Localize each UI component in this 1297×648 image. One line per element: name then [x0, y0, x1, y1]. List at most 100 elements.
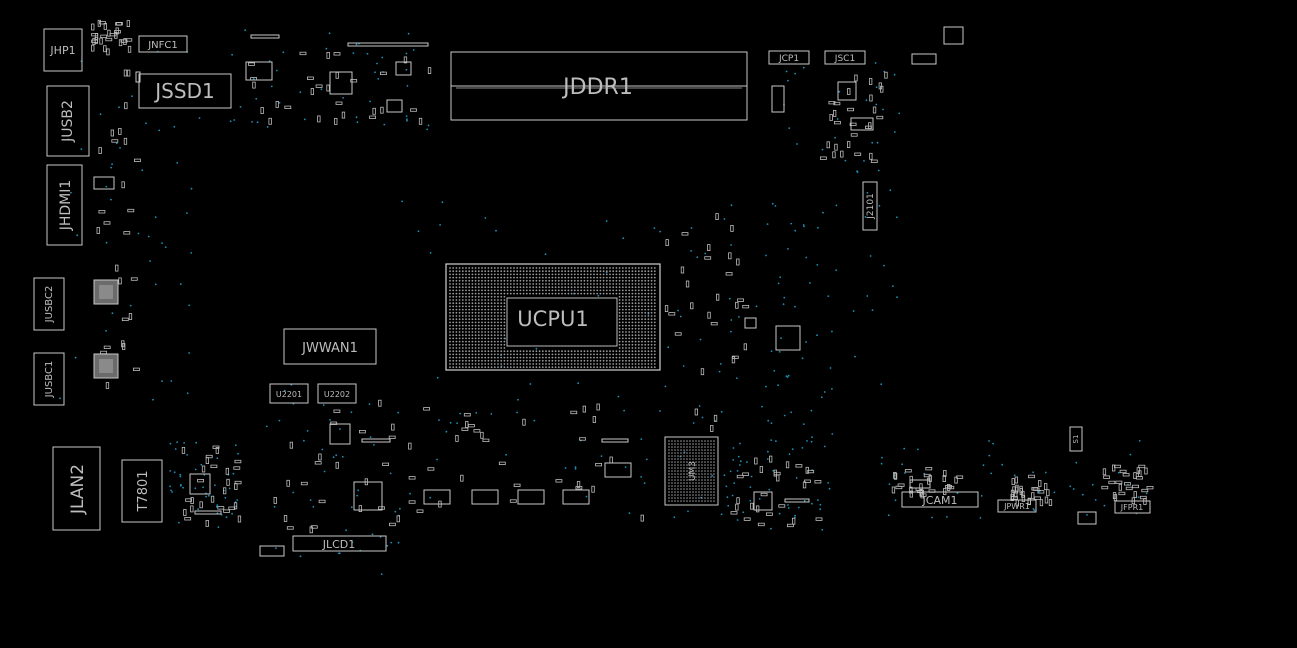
connector-jwwan1[interactable]: JWWAN1	[283, 328, 377, 365]
um3-ball	[704, 455, 706, 457]
via	[214, 484, 216, 487]
cpu-ball	[641, 337, 643, 340]
um3-ball	[674, 443, 676, 445]
cpu-ball	[628, 318, 631, 321]
um3-ball	[677, 443, 679, 445]
cpu-ball	[481, 363, 483, 365]
cpu-ball	[545, 289, 547, 292]
connector-jusbc2[interactable]: JUSBC2	[33, 277, 65, 331]
cpu-ball	[650, 366, 653, 369]
chip-u2201[interactable]: U2201	[269, 383, 309, 404]
cpu-ball	[548, 359, 551, 362]
um3-ball	[710, 461, 712, 463]
connector-jfpr1[interactable]: JFPR1	[1114, 500, 1151, 514]
component-label: JCAM1	[922, 494, 958, 507]
connector-jssd1[interactable]: JSSD1	[135, 71, 232, 109]
connector-jcp1[interactable]: JCP1	[768, 50, 810, 65]
cpu-ball	[487, 283, 490, 285]
cpu-ball	[461, 283, 464, 285]
connector-jhp1[interactable]: JHP1	[43, 28, 83, 72]
passive-component	[234, 480, 242, 485]
transformer-t7801[interactable]: T7801	[121, 459, 163, 523]
cpu-ball	[631, 270, 634, 273]
via	[149, 260, 152, 262]
via	[733, 482, 736, 484]
cpu-ball	[637, 311, 640, 314]
um3-ball	[707, 491, 709, 493]
via	[342, 97, 344, 99]
cpu-ball	[647, 286, 650, 289]
cpu-ball	[644, 340, 647, 343]
connector-jhdmi1[interactable]: JHDMI1	[46, 164, 83, 246]
um3-ball	[683, 467, 685, 469]
cpu-ball	[612, 286, 615, 289]
cpu-ball	[541, 289, 544, 292]
cpu-ball	[634, 311, 637, 314]
via	[176, 162, 179, 164]
via	[234, 444, 237, 447]
cpu-ball	[497, 315, 499, 317]
passive-component	[205, 454, 213, 459]
cpu-ball	[618, 286, 621, 289]
passive-component	[201, 465, 206, 473]
cpu-ball	[621, 334, 624, 337]
cpu-ball	[477, 331, 480, 333]
via	[901, 463, 904, 466]
connector-j2101[interactable]: J2101	[862, 181, 878, 231]
connector-jddr1[interactable]: JDDR1	[450, 51, 748, 121]
um3-ball	[692, 476, 694, 478]
via	[766, 223, 769, 226]
passive-component	[1027, 498, 1031, 506]
switch-s1[interactable]: S1	[1069, 426, 1083, 452]
connector-jlcd1[interactable]: JLCD1	[292, 535, 387, 552]
cpu-ball	[452, 311, 455, 314]
passive-component	[865, 125, 872, 129]
connector-jsc1[interactable]: JSC1	[824, 50, 866, 65]
via	[265, 425, 268, 428]
connector-jusbc1[interactable]: JUSBC1	[33, 352, 65, 406]
cpu-ball	[625, 359, 627, 362]
cpu-ball	[497, 353, 499, 356]
connector-jpwr1[interactable]: JPWR1	[997, 499, 1037, 513]
via	[794, 72, 796, 75]
connector-jlan2[interactable]: JLAN2	[52, 446, 101, 531]
um3-ball	[710, 497, 712, 499]
cpu-ball	[612, 270, 615, 273]
cpu-ball	[490, 331, 493, 333]
cpu-ball	[647, 305, 650, 308]
cpu-ball	[580, 366, 583, 369]
cpu-ball	[589, 286, 592, 289]
um3-ball	[680, 482, 682, 484]
connector-jcam1[interactable]: JCAM1	[901, 491, 979, 508]
cpu-ball	[593, 276, 595, 279]
via	[761, 405, 763, 408]
chip-ucpu1[interactable]: UCPU1	[445, 263, 661, 371]
via	[154, 216, 157, 219]
cpu-ball	[637, 286, 640, 289]
cpu-ball	[497, 327, 499, 330]
um3-ball	[704, 491, 706, 493]
cpu-ball	[529, 273, 531, 276]
chip-um3[interactable]: UM3	[664, 436, 719, 506]
cpu-ball	[455, 327, 458, 330]
via	[640, 438, 643, 440]
um3-ball	[695, 449, 697, 451]
via	[690, 227, 693, 229]
cpu-ball	[583, 359, 586, 362]
connector-jnfc1[interactable]: JNFC1	[138, 35, 188, 53]
cpu-ball	[532, 276, 535, 279]
cpu-ball	[634, 337, 637, 340]
cpu-ball	[516, 276, 519, 279]
cpu-ball	[461, 318, 464, 321]
um3-ball	[698, 485, 700, 487]
via	[495, 229, 497, 232]
cpu-ball	[468, 286, 471, 289]
cpu-ball	[529, 289, 531, 292]
cpu-ball	[500, 347, 503, 349]
chip-u2202[interactable]: U2202	[317, 383, 357, 404]
cpu-ball	[538, 279, 541, 282]
cpu-ball	[522, 353, 525, 356]
via	[667, 346, 670, 349]
connector-jusb2[interactable]: JUSB2	[46, 85, 90, 157]
passive-component	[1136, 467, 1140, 475]
